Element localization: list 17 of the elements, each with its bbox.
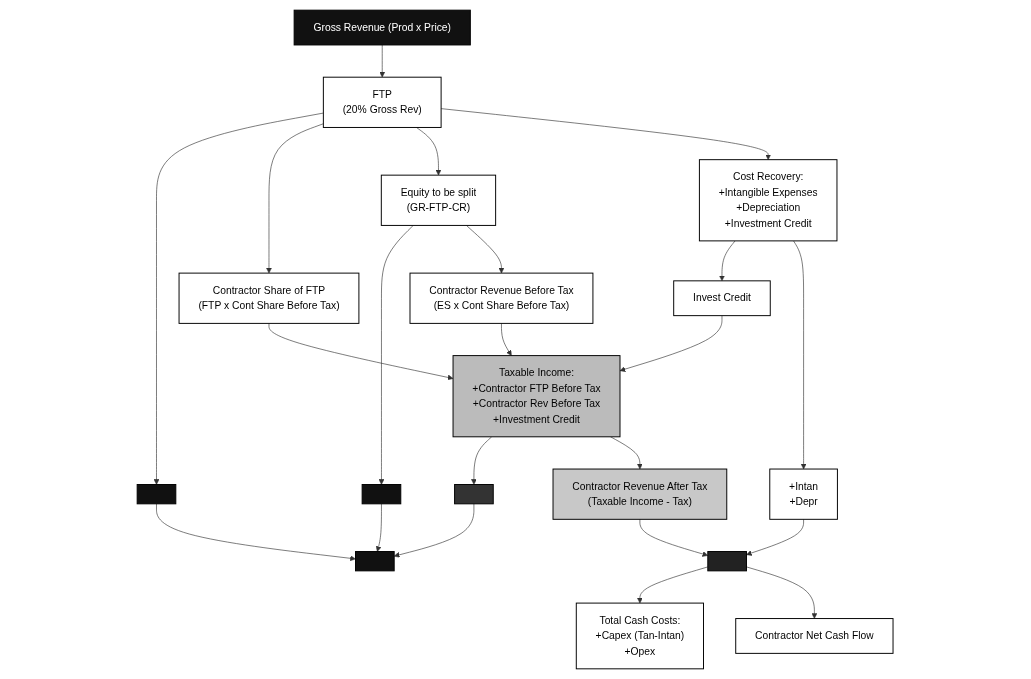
node-box: Cost Recovery: +Intangible Expenses +Depreciation +Investment Credit (699, 159, 838, 242)
node-box: Invest Credit (673, 280, 772, 317)
node-box: Equity to be split (GR-FTP-CR) (381, 174, 497, 226)
node-box: Taxable Income: +Contractor FTP Before Tax +Contractor Rev Before Tax +Investment Credit (452, 355, 621, 438)
node-box: Contractor Revenue After Tax (Taxable Income - Tax) (552, 468, 728, 520)
node-box: Contractor Share of FTP (FTP x Cont Share Before Tax) (178, 272, 360, 324)
node-box: Contractor Revenue Before Tax (ES x Cont Share Before Tax) (409, 272, 594, 324)
node-box (355, 551, 396, 572)
node-box: +Intan +Depr (769, 468, 839, 520)
node-box (362, 484, 402, 505)
node-box: Gross Revenue (Prod x Price) (294, 9, 472, 46)
node-box (454, 484, 495, 505)
node-box: Total Cash Costs: +Capex (Tan-Intan) +Opex (576, 602, 705, 670)
node-box (707, 551, 748, 572)
node-box: Contractor Net Cash Flow (735, 618, 894, 654)
node-box: FTP (20% Gross Rev) (323, 76, 442, 128)
node-box (137, 484, 177, 505)
